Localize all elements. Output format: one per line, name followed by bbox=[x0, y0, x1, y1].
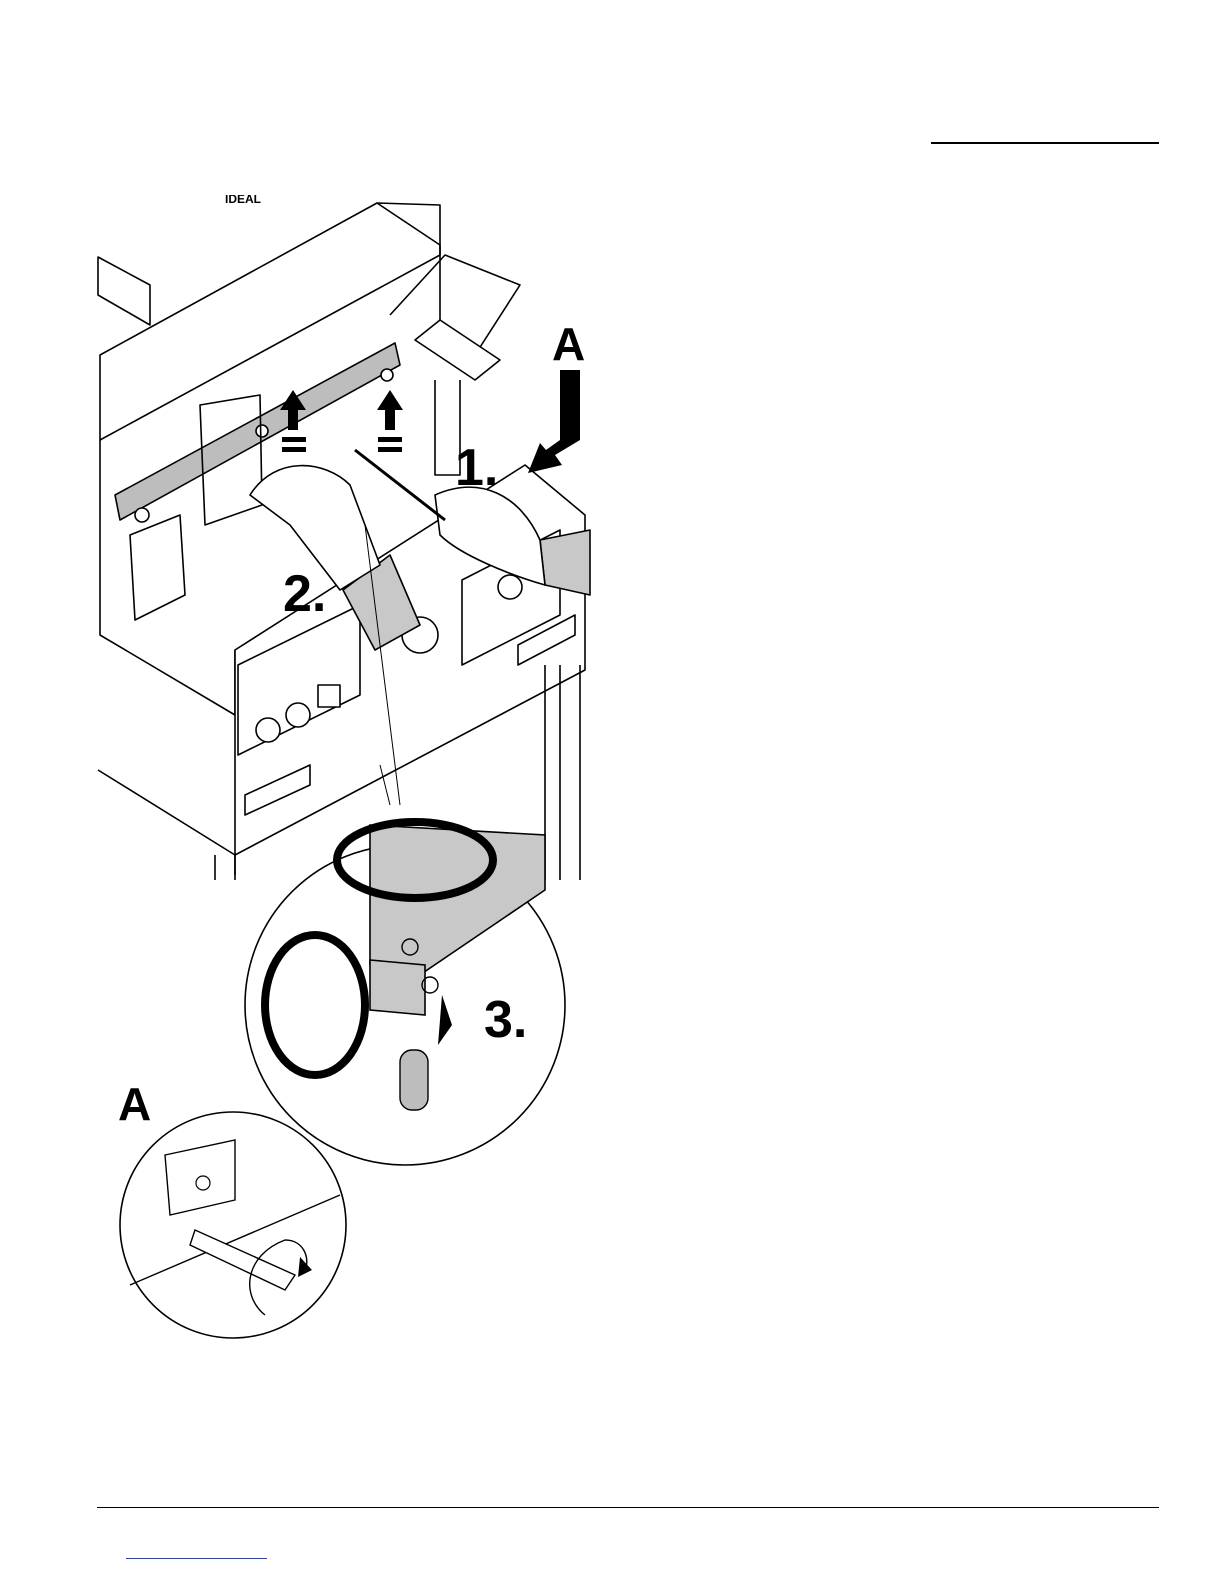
header-rule bbox=[931, 142, 1159, 144]
clamp-block bbox=[130, 515, 185, 620]
footer-link-underline bbox=[126, 1558, 267, 1559]
guillotine-cutter-illustration: IDEAL A 1. 2. 3. A bbox=[90, 195, 610, 1345]
keypad bbox=[415, 320, 500, 380]
step-1-label: 1. bbox=[455, 439, 498, 497]
back-table bbox=[98, 257, 150, 325]
footer-rule bbox=[97, 1507, 1159, 1508]
detail-circle-a bbox=[120, 1112, 346, 1338]
right-sleeve bbox=[540, 530, 590, 595]
brand-label: IDEAL bbox=[225, 195, 261, 206]
screwdriver bbox=[355, 450, 445, 520]
pin bbox=[400, 1050, 428, 1110]
step-3-label: 3. bbox=[484, 991, 527, 1049]
detail-label-a: A bbox=[118, 1078, 151, 1130]
callout-arrow bbox=[528, 370, 580, 473]
step-2-label: 2. bbox=[283, 565, 326, 623]
callout-label-a: A bbox=[552, 318, 585, 370]
